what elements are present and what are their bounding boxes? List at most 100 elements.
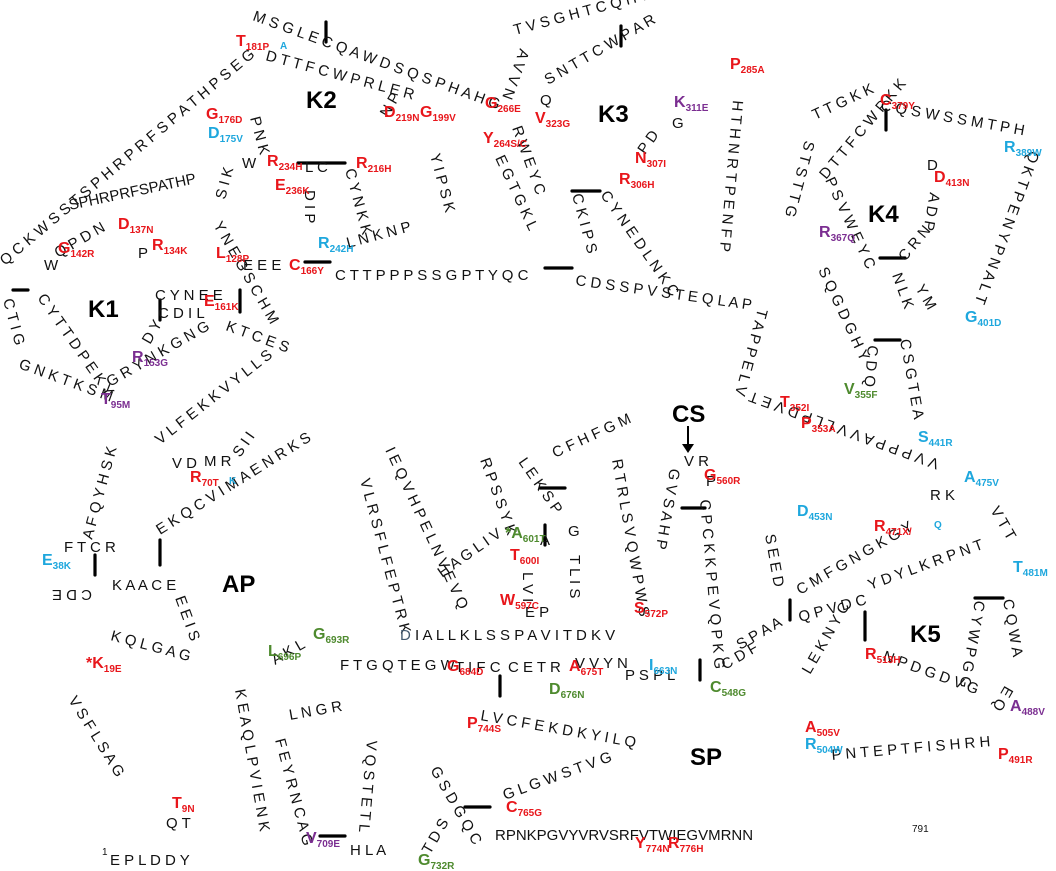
mutation-label: D175V	[208, 125, 243, 145]
seg-s105: A	[540, 532, 550, 549]
mutation-residue: A	[805, 719, 817, 736]
seg-s26: K T C E S	[224, 318, 292, 357]
seg-s08: C R	[90, 539, 116, 556]
seg-s84: V V Y N	[575, 655, 628, 672]
mutation-label: C765G	[506, 799, 542, 819]
seg-s98: P	[706, 473, 716, 490]
mutation-residue: S	[634, 600, 645, 617]
mutation-residue: *A	[505, 525, 523, 542]
seg-s83: P S P L	[625, 667, 675, 684]
mutation-label: R134K	[152, 237, 188, 257]
disulfide-bonds	[11, 20, 1005, 838]
mutation-position: 367Q	[831, 233, 856, 244]
mutation-position: 181P	[246, 42, 270, 53]
seg-s18b: SPHRPRFSPATHP	[67, 170, 197, 214]
seg-s13: M R	[204, 453, 232, 470]
mutation-position: 311E	[686, 103, 709, 114]
seg-s14: V L F E K K V Y L L S	[152, 346, 276, 448]
mutation-position: 70T	[202, 478, 219, 489]
mutation-position: 765G	[518, 808, 543, 819]
mutation-label: G176D	[206, 106, 242, 126]
mutation-label: G693R	[313, 626, 350, 646]
mutation-residue: G	[485, 95, 497, 112]
mutation-label: A488V	[1010, 698, 1045, 718]
seg-s60: A D P	[919, 191, 942, 232]
mutation-label: G199V	[420, 104, 456, 124]
mutation-labels: T9N*K19EE38KR70TT95ML128PR134KD137NG142R…	[42, 33, 1048, 871]
mutation-residue: R	[805, 736, 817, 753]
mutation-position: 242H	[330, 244, 354, 255]
mutation-label: A505V	[805, 719, 840, 739]
cleavage-site-marker	[682, 426, 694, 453]
seg-s92: H L A	[350, 842, 386, 859]
mutation-residue: R	[1004, 139, 1016, 156]
mutation-residue: G	[704, 467, 716, 484]
mutation-label: D453N	[797, 503, 832, 523]
mutation-residue: R	[819, 224, 831, 241]
mutation-label: T95M	[101, 391, 130, 411]
mutation-position: 505V	[817, 728, 841, 739]
seg-s37: Y I P S K	[426, 152, 458, 215]
seg-s24: C D I L	[158, 305, 205, 322]
mutation-label: P353A	[801, 415, 836, 435]
mutation-residue: *K	[86, 655, 104, 672]
mutation-residue: G	[418, 852, 430, 869]
seg-s56: S T S T T G	[781, 139, 818, 219]
mutation-label: T352I	[780, 394, 809, 414]
mutation-label: T600I	[510, 547, 539, 567]
mutation-label: E38K	[42, 552, 72, 572]
domain-label-k1: K1	[88, 296, 119, 323]
seg-s90: L N G R	[288, 698, 344, 724]
mutation-position: 696P	[278, 652, 302, 663]
mutation-label: G266E	[485, 95, 521, 115]
mutation-residue: A	[569, 658, 581, 675]
domain-label-sp: SP	[690, 744, 722, 771]
mutation-residue: D	[797, 503, 809, 520]
mutation-position: 353A	[812, 424, 836, 435]
mutation-label: R776H	[668, 835, 703, 855]
seg-s50: G	[672, 115, 684, 132]
mutation-residue: P	[801, 415, 812, 432]
mutation-label: Y774N	[635, 835, 670, 855]
mutation-label: P744S	[467, 715, 501, 735]
mutation-position: 744S	[478, 724, 502, 735]
mutation-position: 601T	[523, 534, 546, 545]
mutation-residue: E	[204, 293, 215, 310]
mutation-residue: R	[152, 237, 164, 254]
seg-s47: C K I P S	[568, 192, 600, 256]
mutation-position: 153G	[144, 358, 169, 369]
seg-s20: P	[138, 245, 148, 262]
mutation-label: V355F	[844, 381, 877, 401]
seg-s01: Q T	[166, 815, 191, 832]
seg-s61: C R N	[895, 222, 934, 264]
seg-s103: L E K S P	[515, 455, 566, 518]
mutation-residue: R	[865, 646, 877, 663]
seg-s29: C T T P P P S S G P T Y Q C	[335, 267, 529, 284]
mutation-position: 285A	[741, 65, 765, 76]
mutation-label: *A601T	[505, 525, 546, 545]
mutation-residue: T	[780, 394, 790, 411]
seg-s67: C S G T E A	[896, 338, 927, 421]
mutation-position: 323G	[546, 119, 571, 130]
mutation-label: R70T	[190, 469, 219, 489]
mutation-label: D413N	[934, 169, 969, 189]
mutation-label: G401D	[965, 309, 1001, 329]
mutation-residue: G	[447, 658, 459, 675]
seg-s69: S E E D	[761, 533, 787, 589]
mutation-position: 161K	[215, 302, 240, 313]
mutation-position: 491R	[1009, 755, 1034, 766]
mutation-residue: R	[132, 349, 144, 366]
mutation-label: A675T	[569, 658, 603, 678]
mutation-residue: V	[844, 381, 855, 398]
domain-label-k2: K2	[306, 87, 337, 114]
mutation-position: 441R	[929, 438, 954, 449]
seg-s107: E P	[525, 604, 549, 621]
seg-s80: P N T E P T F I S H R H	[831, 733, 991, 764]
seg-s76: C Q W A	[999, 598, 1026, 658]
n-terminus-seq: E P L D D Y	[110, 852, 190, 869]
seg-s49: Q	[540, 92, 552, 109]
mutation-residue: T	[510, 547, 520, 564]
mutation-residue: R	[668, 835, 680, 852]
mutation-label: T9N	[172, 795, 195, 815]
mutation-residue: L	[216, 245, 226, 262]
